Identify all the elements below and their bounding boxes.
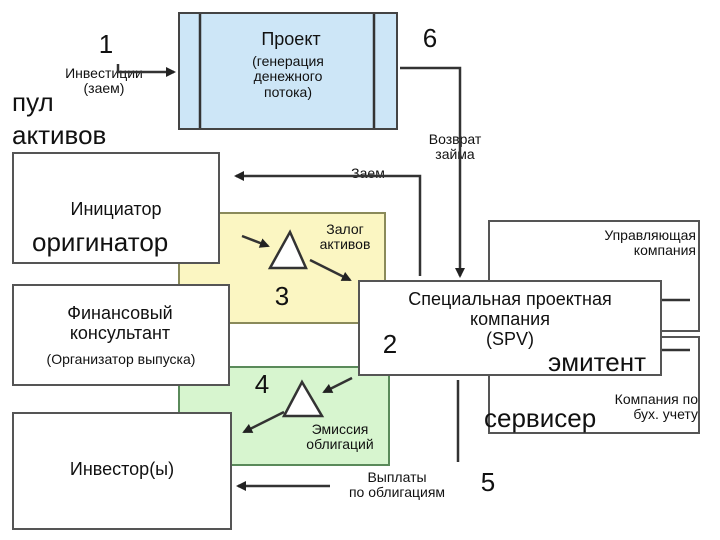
bond-issue-arrow-out: [242, 410, 285, 434]
management-company-label: Управляющая компания: [604, 227, 696, 259]
spv-label: Специальная проектная компания (SPV): [408, 289, 612, 349]
bond-issue-triangle-icon: [281, 379, 325, 418]
spv-box: [358, 280, 662, 376]
financial-consultant-box: [12, 284, 230, 386]
collateral-triangle-icon: [267, 229, 308, 270]
loan-return-label: Возврат займа: [428, 131, 482, 163]
annotation-6: 6: [422, 23, 438, 53]
initiator-label: Инициатор: [70, 199, 162, 219]
collateral-arrow-out: [309, 258, 352, 282]
collateral-arrow-in: [241, 234, 270, 248]
annotation-issuer: эмитент: [548, 347, 647, 377]
annotation-pool-assets: пул активов: [12, 87, 107, 150]
initiator-box: [12, 152, 220, 264]
bond-issue-arrow-in: [322, 376, 353, 394]
project-title: Проект: [261, 29, 321, 49]
investments-label: Инвестиции (заем): [65, 65, 143, 97]
annotation-originator: оригинатор: [32, 227, 169, 257]
financial-consultant-sub: (Организатор выпуска): [46, 351, 196, 367]
financial-consultant-label: Финансовый консультант: [67, 303, 173, 343]
annotation-2: 2: [382, 329, 398, 359]
project-box: [178, 12, 398, 130]
accounting-company-label: Компания по бух. учету: [614, 391, 698, 423]
investments-arrow: [116, 64, 176, 77]
annotation-3: 3: [274, 281, 290, 311]
bond-payments-label: Выплаты по облигациям: [348, 469, 446, 501]
annotation-4: 4: [254, 369, 270, 399]
annotation-servicer: сервисер: [484, 403, 597, 433]
investor-box: [12, 412, 232, 530]
annotation-1: 1: [98, 29, 114, 59]
collateral-label: Залог активов: [319, 221, 371, 253]
loan-return-arrow: [400, 66, 465, 278]
loan-arrow: [234, 171, 422, 276]
investor-label: Инвестор(ы): [69, 459, 175, 479]
annotation-5: 5: [480, 467, 496, 497]
bond-payments-arrow: [238, 380, 460, 486]
project-subtitle: (генерация денежного потока): [252, 53, 324, 100]
bond-issue-label: Эмиссия облигаций: [306, 421, 374, 453]
